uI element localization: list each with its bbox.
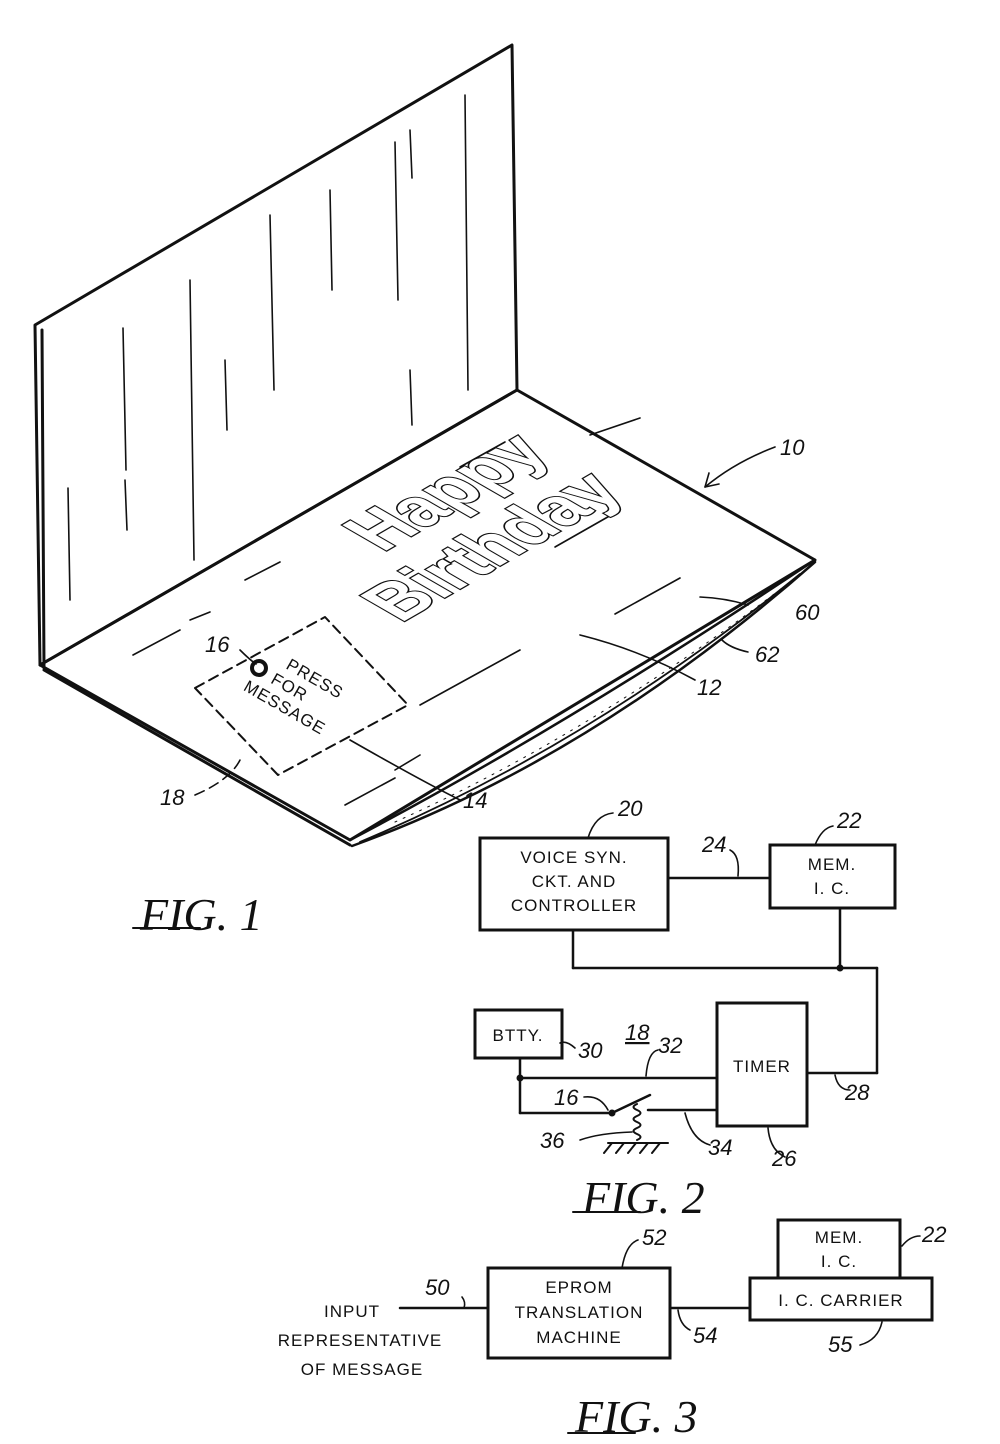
- chip-label-line1: MEM.: [815, 1228, 863, 1247]
- chip-label-line2: I. C.: [821, 1252, 857, 1271]
- eprom-label-line3: MACHINE: [536, 1328, 621, 1347]
- timer-label: TIMER: [733, 1057, 791, 1076]
- fig3-leaders: [461, 1235, 921, 1346]
- memory-ic-label-line1: MEM.: [808, 855, 856, 874]
- memory-ic-box: [768, 843, 897, 910]
- fig1-caption: FIG. 1: [139, 889, 263, 940]
- fig2-leaders: [559, 812, 851, 1158]
- fig2-ref-24: 24: [701, 832, 726, 857]
- fig2-caption: FIG. 2: [581, 1172, 705, 1223]
- ground-icon: [603, 1142, 669, 1154]
- card-back-shading: [67, 94, 469, 601]
- input-label-line3: OF MESSAGE: [301, 1360, 423, 1379]
- ref-10: 10: [780, 435, 805, 460]
- fig2-ref-16: 16: [554, 1085, 579, 1110]
- fig2-ref-36: 36: [540, 1128, 565, 1153]
- card-speaker-edge: [348, 558, 817, 848]
- fig1-card-drawing: Happy Birthday PRESS FOR MESSAGE 10 60 6…: [33, 43, 820, 940]
- fig2-wires: [518, 876, 879, 1115]
- ref-62: 62: [755, 642, 779, 667]
- fig2-ref-20: 20: [617, 796, 643, 821]
- ic-carrier-box: [748, 1276, 934, 1322]
- voice-synth-controller-box: [478, 836, 670, 932]
- fig3-ref-55: 55: [828, 1332, 853, 1357]
- battery-label: BTTY.: [493, 1026, 544, 1045]
- fig2-ref-32: 32: [658, 1033, 682, 1058]
- ref-12: 12: [697, 675, 721, 700]
- input-label-line1: INPUT: [324, 1302, 380, 1321]
- eprom-translation-machine-box: [486, 1266, 672, 1360]
- fig1-leaders: [194, 446, 776, 801]
- ref-16: 16: [205, 632, 230, 657]
- ref-18: 18: [160, 785, 185, 810]
- ic-carrier-label: I. C. CARRIER: [778, 1291, 903, 1310]
- fig3-ref-54: 54: [693, 1323, 717, 1348]
- fig2-block-diagram: VOICE SYN. CKT. AND CONTROLLER MEM. I. C…: [473, 796, 897, 1223]
- spring-icon: [632, 1103, 642, 1141]
- voice-synth-label-line1: VOICE SYN.: [520, 848, 627, 867]
- eprom-label-line1: EPROM: [545, 1278, 612, 1297]
- fig2-ref-30: 30: [578, 1038, 603, 1063]
- fig3-ref-50: 50: [425, 1275, 450, 1300]
- memory-ic-label-line2: I. C.: [814, 879, 850, 898]
- fig3-ref-52: 52: [642, 1225, 666, 1250]
- fig2-ref-18: 18: [625, 1020, 650, 1045]
- fig3-caption: FIG. 3: [574, 1391, 698, 1442]
- eprom-label-line2: TRANSLATION: [515, 1303, 644, 1322]
- battery-box: [473, 1008, 564, 1060]
- fig3-ref-22: 22: [921, 1222, 946, 1247]
- fig2-ref-26: 26: [771, 1146, 797, 1171]
- memory-ic-chip-box: [776, 1218, 902, 1280]
- ref-60: 60: [795, 600, 820, 625]
- voice-synth-label-line3: CONTROLLER: [511, 896, 637, 915]
- fig2-ref-34: 34: [708, 1135, 732, 1160]
- ref-14: 14: [463, 788, 487, 813]
- fig3-block-diagram: INPUT REPRESENTATIVE OF MESSAGE EPROM TR…: [278, 1218, 946, 1442]
- fig2-ref-28: 28: [844, 1080, 870, 1105]
- input-label-line2: REPRESENTATIVE: [278, 1331, 443, 1350]
- timer-box: [715, 1001, 809, 1128]
- voice-synth-label-line2: CKT. AND: [532, 872, 617, 891]
- fig2-ref-22: 22: [836, 808, 861, 833]
- press-area-dashed: [194, 616, 409, 776]
- card-front-shading: [132, 417, 681, 806]
